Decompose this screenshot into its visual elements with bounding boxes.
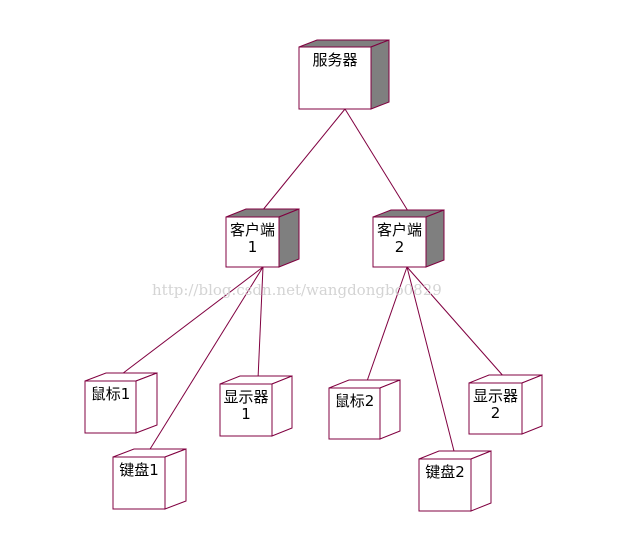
node-monitor1-label-1: 1	[241, 405, 251, 423]
node-client2-side-face	[425, 209, 445, 268]
node-mouse2-label-0: 鼠标2	[335, 392, 375, 410]
node-monitor1-label-0: 显示器	[223, 388, 268, 406]
node-server-front-face	[298, 46, 372, 110]
node-mouse2[interactable]: 鼠标2	[328, 379, 401, 440]
node-server-side-face	[370, 39, 390, 110]
node-mouse2-side-face	[379, 379, 401, 440]
node-keyboard1-label-0: 键盘1	[119, 461, 159, 479]
node-keyboard1-front-face	[112, 456, 166, 510]
edge-client1-to-keyboard1	[146, 266, 264, 455]
node-keyboard2[interactable]: 键盘2	[418, 450, 492, 512]
edge-client1-to-mouse1	[117, 266, 264, 378]
edge-client2-to-mouse2	[365, 266, 408, 385]
node-monitor2-side-face	[521, 374, 543, 435]
node-mouse1[interactable]: 鼠标1	[84, 372, 158, 434]
node-client1-label-1: 1	[248, 238, 258, 256]
watermark-text: http://blog.csdn.net/wangdongbo0829	[152, 281, 442, 299]
node-client1-side-face	[278, 208, 300, 268]
edge-client1-to-monitor1	[257, 266, 264, 380]
node-server[interactable]: 服务器	[298, 39, 390, 110]
node-client2-label-0: 客户端	[377, 221, 422, 239]
node-mouse1-label-0: 鼠标1	[91, 385, 131, 403]
node-keyboard2-front-face	[418, 458, 472, 512]
node-client2-front-face	[372, 216, 427, 268]
node-client1-label-0: 客户端	[230, 221, 275, 239]
node-mouse1-front-face	[84, 380, 137, 434]
node-monitor2-label-0: 显示器	[473, 387, 518, 405]
connections	[117, 108, 506, 456]
node-server-label-0: 服务器	[312, 51, 357, 69]
edge-server-to-client1	[261, 108, 346, 212]
node-keyboard2-label-0: 键盘2	[425, 463, 465, 481]
node-mouse1-side-face	[135, 372, 158, 434]
node-client1-front-face	[225, 216, 280, 268]
node-monitor2-front-face	[468, 382, 523, 435]
edge-client2-to-monitor2	[406, 266, 506, 379]
node-mouse2-front-face	[328, 387, 381, 440]
edge-client2-to-keyboard2	[406, 266, 456, 456]
node-keyboard2-side-face	[470, 450, 492, 512]
node-monitor2-label-1: 2	[491, 404, 501, 422]
node-monitor1-side-face	[271, 375, 293, 437]
edge-server-to-client2	[344, 108, 409, 212]
node-client2-label-1: 2	[395, 238, 405, 256]
node-keyboard1[interactable]: 键盘1	[112, 448, 187, 510]
node-keyboard1-side-face	[164, 448, 187, 510]
node-monitor1-front-face	[219, 383, 273, 437]
